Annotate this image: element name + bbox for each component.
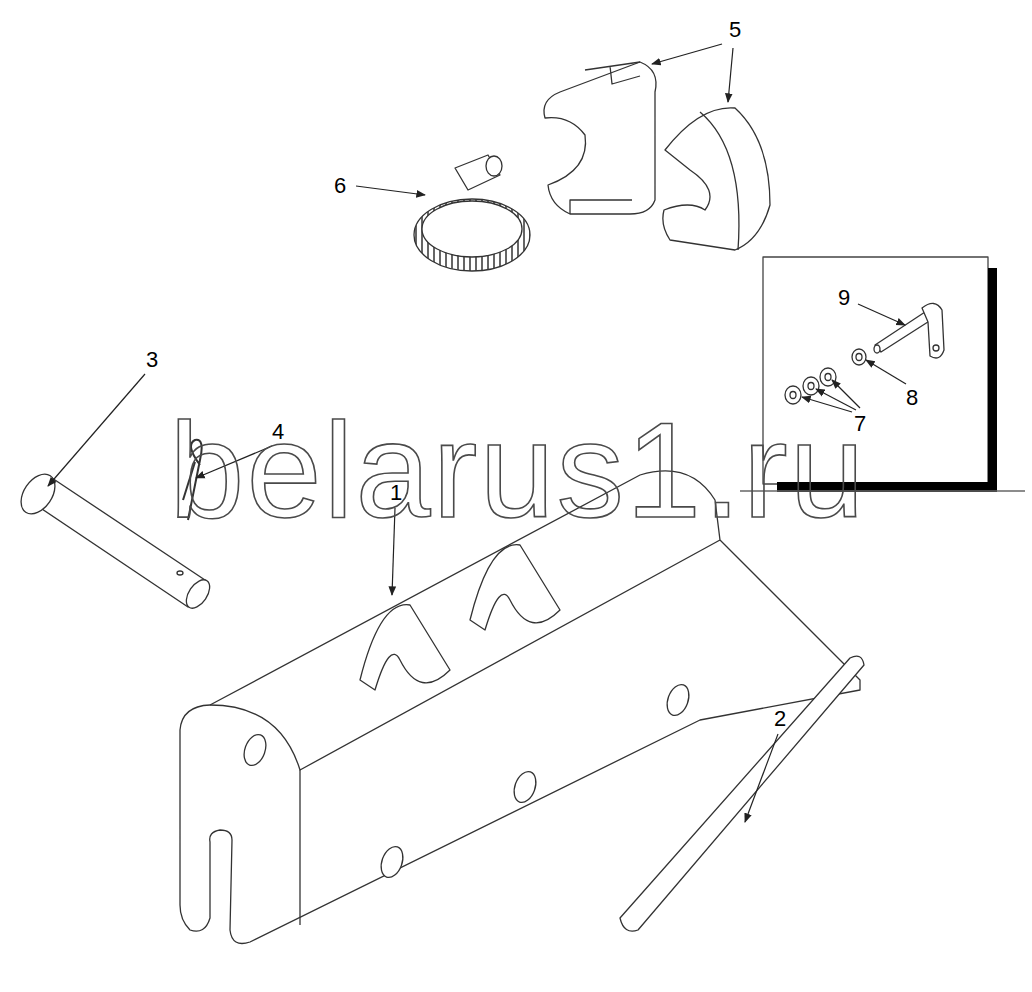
callout-number: 6 (334, 175, 346, 197)
callout-number: 1 (390, 482, 402, 504)
watermark: belarus1.ru (169, 403, 866, 538)
callout-number: 3 (146, 349, 158, 371)
callout-number: 7 (854, 413, 866, 435)
callout-number: 2 (774, 708, 786, 730)
callout-number: 8 (906, 387, 918, 409)
callout-number: 5 (729, 19, 741, 41)
callout-number: 9 (838, 287, 850, 309)
